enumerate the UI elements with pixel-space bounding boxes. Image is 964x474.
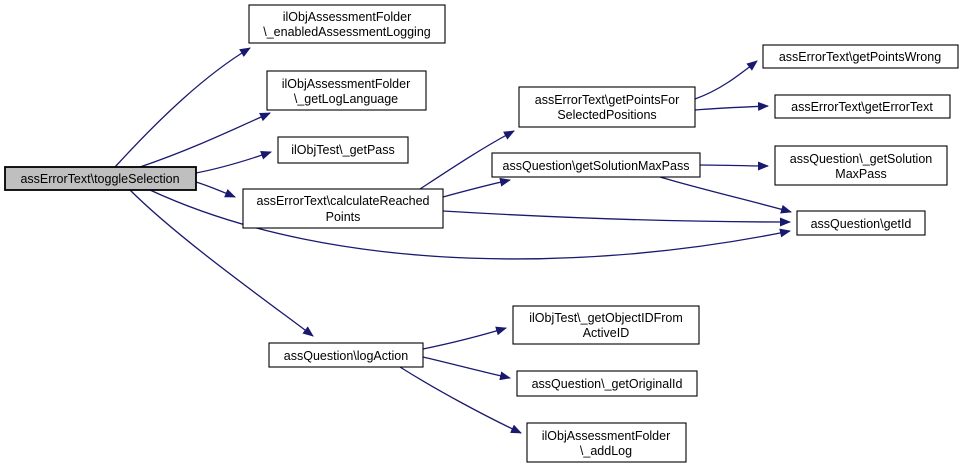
node-toggleSelection[interactable]: assErrorText\toggleSelection <box>4 166 197 191</box>
edge-toggleSelection-to-getPass <box>195 151 272 174</box>
edge-calculateReachedPoints-to-getId <box>442 210 791 227</box>
edge-calculateReachedPoints-to-getSolutionMaxPass <box>442 177 511 198</box>
node-logAction-label: assQuestion\logAction <box>284 349 408 363</box>
edge-group <box>114 47 792 434</box>
edge-getPointsFor-to-getErrorText <box>694 101 769 111</box>
node-enabledAssessmentLogging-label-1: ilObjAssessmentFolder <box>283 10 412 24</box>
edge-toggleSelection-to-enabledAssessmentLogging <box>114 47 251 168</box>
node-_getSolutionMaxPass[interactable]: assQuestion\_getSolution MaxPass <box>774 145 948 186</box>
node-calculateReachedPoints-label-2: Points <box>326 210 361 224</box>
node-addLog[interactable]: ilObjAssessmentFolder \_addLog <box>526 422 687 463</box>
node-_getSolutionMaxPass-label-1: assQuestion\_getSolution <box>790 152 933 166</box>
node-_getOriginalId[interactable]: assQuestion\_getOriginalId <box>516 370 698 397</box>
edge-toggleSelection-to-calculateReachedPoints <box>195 181 236 198</box>
node-getSolutionMaxPass-label: assQuestion\getSolutionMaxPass <box>503 159 690 173</box>
node-getLogLanguage-label-1: ilObjAssessmentFolder <box>282 77 411 91</box>
node-getPointsWrong-label: assErrorText\getPointsWrong <box>779 50 941 64</box>
node-logAction[interactable]: assQuestion\logAction <box>268 342 424 368</box>
node-getPointsForSelectedPositions[interactable]: assErrorText\getPointsFor SelectedPositi… <box>518 86 696 128</box>
node-getErrorText-label: assErrorText\getErrorText <box>791 100 933 114</box>
node-getId-label: assQuestion\getId <box>811 217 912 231</box>
edge-getPointsFor-to-getPointsWrong <box>694 60 758 100</box>
node-getLogLanguage[interactable]: ilObjAssessmentFolder \_getLogLanguage <box>266 70 427 111</box>
node-getPointsForSelectedPositions-label-1: assErrorText\getPointsFor <box>535 93 680 107</box>
edge-logAction-to-getOriginalId <box>422 356 511 381</box>
edge-logAction-to-addLog <box>399 366 522 434</box>
edge-toggleSelection-to-logAction <box>129 189 314 337</box>
node-addLog-label-2: \_addLog <box>580 444 632 458</box>
edge-logAction-to-getObjectIDFromActiveID <box>422 326 507 350</box>
edge-getSolutionMaxPass-to-getId <box>659 176 792 214</box>
edge-calculateReachedPoints-to-getPointsForSelectedPositions <box>419 130 515 190</box>
edge-toggleSelection-to-getLogLanguage <box>139 112 271 168</box>
node-calculateReachedPoints-label-1: assErrorText\calculateReached <box>257 194 430 208</box>
node-addLog-label-1: ilObjAssessmentFolder <box>542 429 671 443</box>
node-getErrorText[interactable]: assErrorText\getErrorText <box>774 94 951 119</box>
node-getPass[interactable]: ilObjTest\_getPass <box>277 136 409 164</box>
node-getSolutionMaxPass[interactable]: assQuestion\getSolutionMaxPass <box>491 152 701 178</box>
node-getObjectIDFromActiveID[interactable]: ilObjTest\_getObjectIDFrom ActiveID <box>512 305 700 345</box>
node-getId[interactable]: assQuestion\getId <box>796 210 926 236</box>
edge-toggleSelection-to-getId <box>149 189 791 260</box>
node-getPointsWrong[interactable]: assErrorText\getPointsWrong <box>762 44 959 69</box>
node-getPass-label: ilObjTest\_getPass <box>291 143 395 157</box>
node-calculateReachedPoints[interactable]: assErrorText\calculateReached Points <box>242 188 444 229</box>
node-_getOriginalId-label: assQuestion\_getOriginalId <box>532 377 683 391</box>
node-enabledAssessmentLogging-label-2: \_enabledAssessmentLogging <box>263 25 431 39</box>
edge-getSolutionMaxPass-to-_getSolutionMaxPass <box>699 161 769 171</box>
node-_getSolutionMaxPass-label-2: MaxPass <box>835 167 886 181</box>
node-enabledAssessmentLogging[interactable]: ilObjAssessmentFolder \_enabledAssessmen… <box>248 4 446 44</box>
node-getLogLanguage-label-2: \_getLogLanguage <box>294 92 398 106</box>
node-getPointsForSelectedPositions-label-2: SelectedPositions <box>557 108 656 122</box>
node-getObjectIDFromActiveID-label-2: ActiveID <box>583 326 630 340</box>
node-toggleSelection-label: assErrorText\toggleSelection <box>20 172 179 186</box>
node-getObjectIDFromActiveID-label-1: ilObjTest\_getObjectIDFrom <box>529 311 683 325</box>
